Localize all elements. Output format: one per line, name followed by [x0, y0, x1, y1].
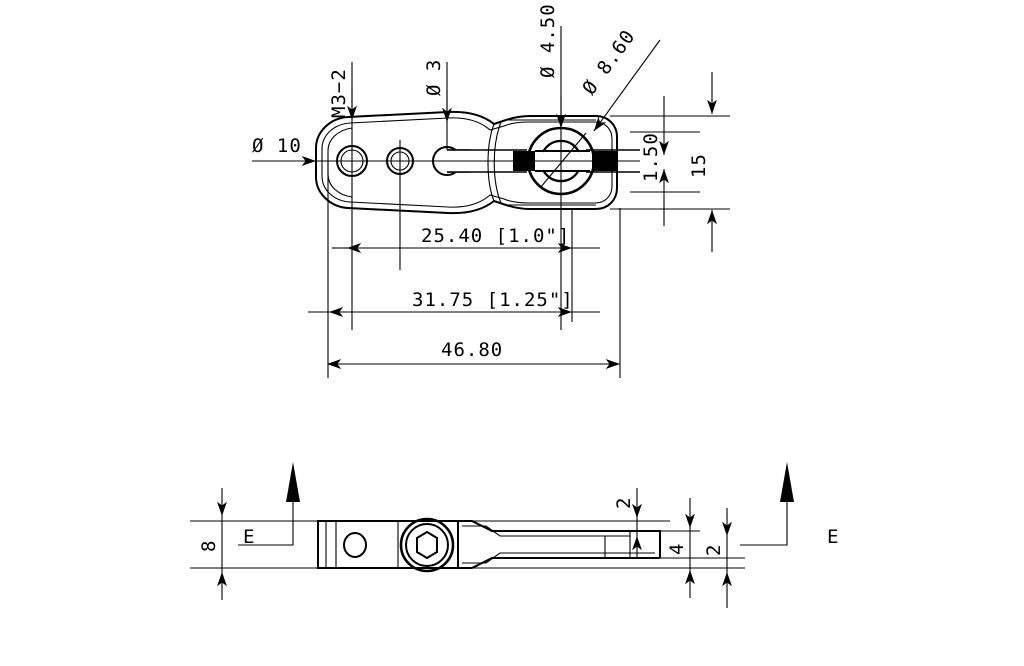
section-arrow-left — [286, 462, 300, 502]
dim-15: 15 — [688, 153, 710, 178]
top-view-callout-leaders — [252, 39, 661, 166]
section-hub-block — [317, 520, 459, 569]
section-hole — [343, 532, 367, 558]
top-view-dimension-lines — [308, 72, 717, 369]
section-label-left: E — [243, 526, 254, 548]
dim-section-2-lower: 2 — [703, 544, 725, 556]
callout-dia450: Ø 4.50 — [537, 3, 559, 78]
dim-section-4: 4 — [666, 543, 688, 555]
section-hex-socket — [416, 530, 438, 560]
callout-dia3: Ø 3 — [423, 59, 445, 96]
dim-31-75: 31.75 [1.25"] — [412, 289, 574, 311]
section-view-labels: 8 E 2 4 2 E — [198, 497, 838, 556]
section-view-dimensions — [217, 462, 794, 608]
callout-dia860: Ø 8.60 — [578, 26, 640, 99]
top-view-body — [315, 110, 640, 215]
dim-46-80: 46.80 — [441, 339, 503, 361]
section-boss-mid — [405, 523, 449, 567]
section-label-right: E — [827, 526, 838, 548]
callout-m3-2: M3−2 — [328, 68, 350, 118]
dim-section-2-upper: 2 — [613, 497, 635, 509]
section-view-body — [190, 517, 740, 573]
section-boss-outer — [399, 517, 455, 573]
callout-dia10: Ø 10 — [252, 135, 302, 157]
dim-section-8: 8 — [198, 540, 220, 552]
top-view-labels: Ø 10 M3−2 Ø 3 Ø 4.50 Ø 8.60 25.40 [1.0"]… — [252, 3, 710, 361]
section-arrow-right — [780, 462, 794, 502]
dim-25-40: 25.40 [1.0"] — [421, 225, 570, 247]
dim-1-50: 1.50 — [640, 132, 662, 182]
